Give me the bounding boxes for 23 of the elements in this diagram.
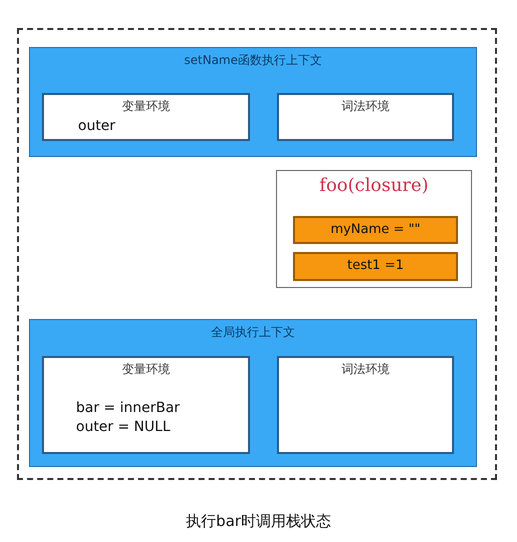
closure-box	[276, 170, 472, 288]
call-stack-frame	[17, 28, 497, 480]
environment-title: 变量环境	[121, 361, 171, 378]
variable-entry: outer	[77, 118, 116, 134]
environment-title: 词法环境	[340, 98, 390, 115]
variable-entry: bar = innerBar	[75, 400, 180, 416]
context-title: 全局执行上下文	[210, 324, 296, 341]
closure-title: foo(closure)	[318, 175, 430, 196]
context-panel	[29, 47, 477, 157]
context-title: setName函数执行上下文	[183, 52, 323, 69]
caption: 执行bar时调用栈状态	[185, 512, 332, 531]
variable-entry: outer = NULL	[75, 419, 170, 435]
context-panel	[29, 319, 477, 467]
environment-title: 变量环境	[121, 98, 171, 115]
environment-box	[42, 93, 250, 141]
variable-item	[293, 252, 458, 281]
environment-box	[42, 356, 250, 454]
variable-entry: myName = ""	[330, 221, 422, 239]
variable-item	[293, 216, 458, 244]
environment-box	[277, 93, 454, 141]
environment-title: 词法环境	[340, 361, 390, 378]
variable-entry: test1 =1	[346, 257, 405, 275]
environment-box	[277, 356, 454, 454]
